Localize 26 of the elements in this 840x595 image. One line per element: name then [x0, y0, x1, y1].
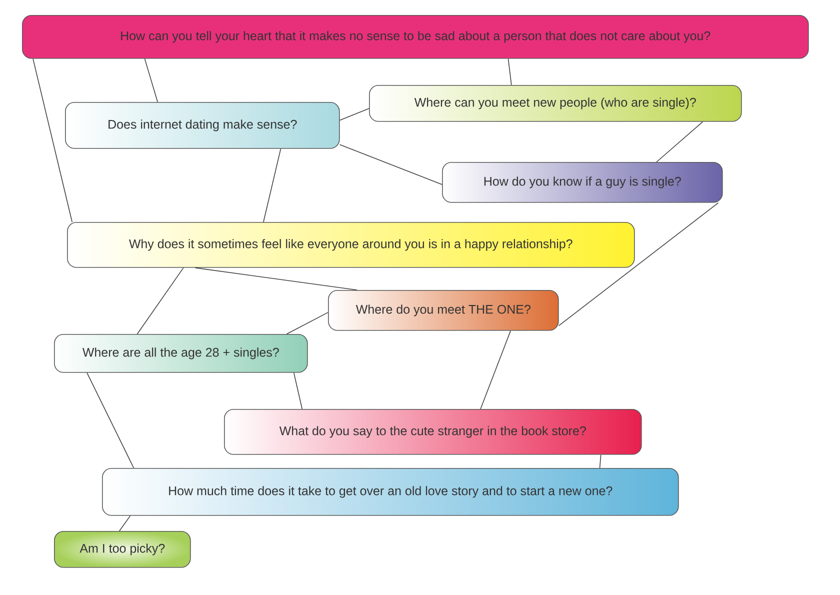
connector-line: [558, 202, 719, 326]
question-box: Why does it sometimes feel like everyone around you is in a happy relationship?: [67, 222, 635, 268]
connector-line: [286, 312, 328, 334]
connector-line: [480, 330, 511, 410]
connector-line: [263, 148, 282, 222]
connector-line: [32, 58, 73, 222]
connector-line: [339, 144, 442, 185]
connector-line: [136, 267, 184, 334]
connector-line: [86, 372, 134, 468]
connector-line: [119, 515, 131, 532]
question-box: Does internet dating make sense?: [65, 102, 340, 149]
connector-line: [599, 454, 602, 468]
connector-line: [293, 372, 303, 410]
question-box: How much time does it take to get over an old love story and to start a new one?: [102, 468, 679, 516]
question-box: Where can you meet new people (who are single)?: [369, 85, 742, 122]
question-box: Am I too picky?: [54, 531, 191, 568]
question-box: How do you know if a guy is single?: [442, 162, 723, 203]
question-box: How can you tell your heart that it makes no sense to be sad about a person that does not care about you?: [22, 15, 809, 59]
connector-line: [508, 58, 512, 86]
question-box: Where do you meet THE ONE?: [328, 290, 559, 331]
connector-line: [144, 58, 158, 102]
connector-line: [656, 121, 704, 162]
question-box: What do you say to the cute stranger in the book store?: [224, 409, 642, 455]
connector-line: [194, 267, 358, 290]
connector-line: [339, 108, 370, 121]
question-box: Where are all the age 28 + singles?: [54, 334, 308, 373]
